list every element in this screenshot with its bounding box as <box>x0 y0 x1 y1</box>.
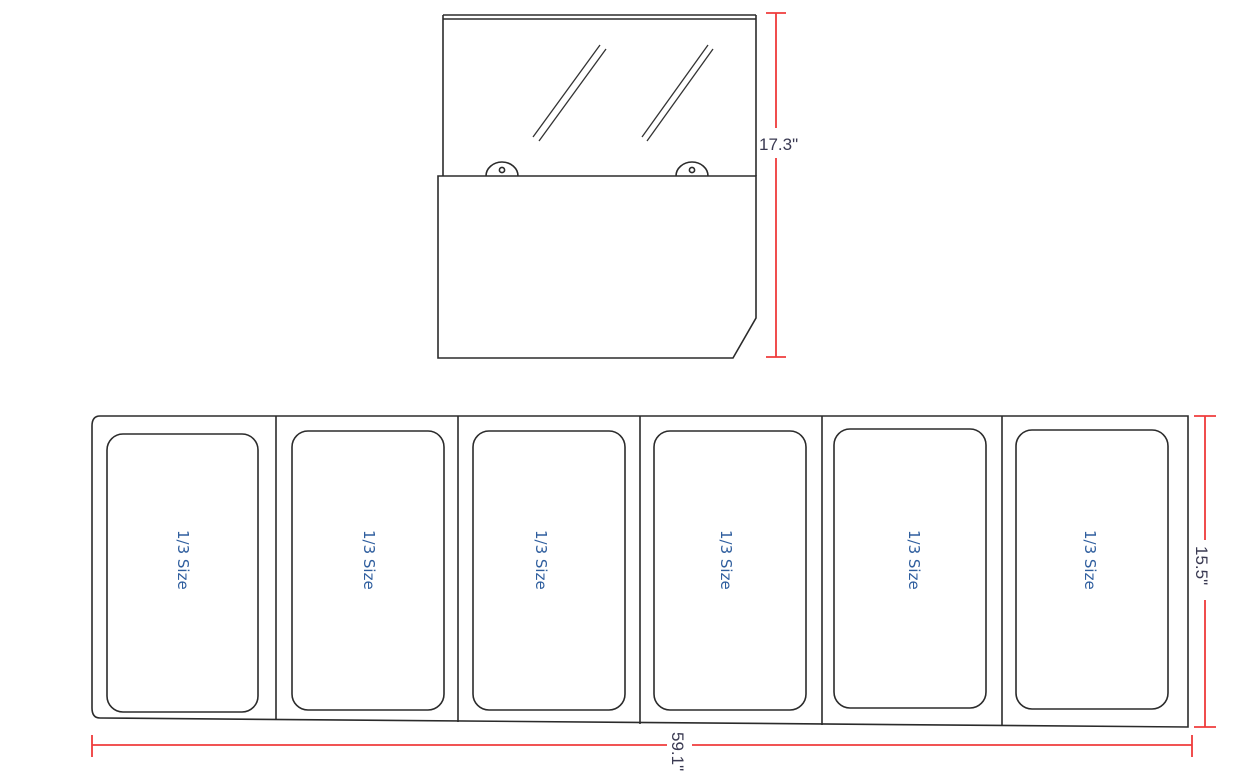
pan-size-label: 1/3 Size <box>360 530 378 590</box>
width-dimension: 59.1" <box>91 732 1193 771</box>
width-dimension-label: 59.1" <box>668 732 687 771</box>
pan-size-label: 1/3 Size <box>1081 530 1099 590</box>
food-pan-4: 1/3 Size <box>653 430 807 711</box>
height-dimension: 17.3" <box>759 12 798 358</box>
food-pan-5: 1/3 Size <box>833 428 987 709</box>
hinge-left-icon <box>485 161 519 177</box>
cabinet-body <box>437 175 757 359</box>
food-pan-2: 1/3 Size <box>291 430 445 711</box>
pan-size-label: 1/3 Size <box>905 530 923 590</box>
sneeze-guard-glass <box>442 15 757 176</box>
food-pan-3: 1/3 Size <box>472 430 626 711</box>
glass-glare-icon <box>532 44 601 138</box>
food-pan-6: 1/3 Size <box>1015 429 1169 710</box>
pan-size-label: 1/3 Size <box>174 530 192 590</box>
food-pan-1: 1/3 Size <box>106 433 259 713</box>
side-view: 17.3" <box>437 12 798 359</box>
depth-dimension: 15.5" <box>1192 415 1216 728</box>
pan-size-label: 1/3 Size <box>532 530 550 590</box>
hinge-right-icon <box>675 161 709 177</box>
depth-dimension-label: 15.5" <box>1192 546 1211 585</box>
top-view: 1/3 Size 1/3 Size 1/3 Size 1/3 Size 1/3 … <box>91 415 1216 771</box>
pan-size-label: 1/3 Size <box>717 530 735 590</box>
pan-dividers <box>275 416 1003 726</box>
countertop-frame <box>91 415 1189 728</box>
height-dimension-label: 17.3" <box>759 135 798 154</box>
sneeze-guard-top-rail <box>443 14 756 20</box>
